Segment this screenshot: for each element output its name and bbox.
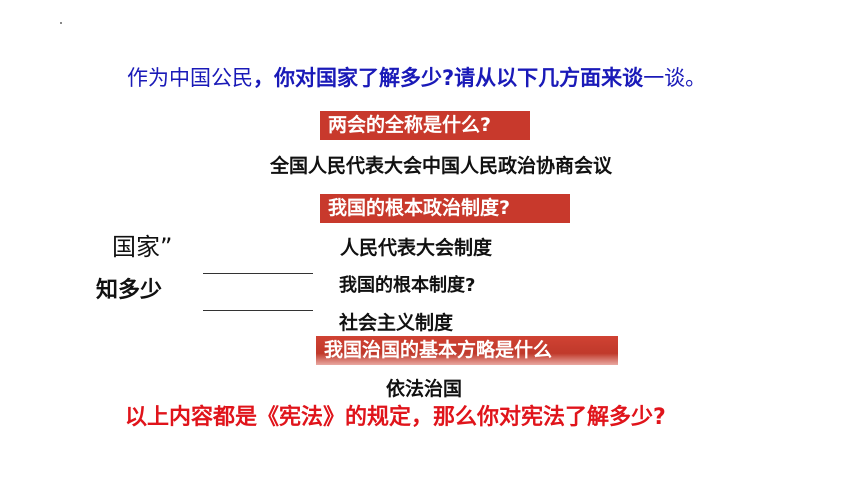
intro-suffix: 一谈。 [643,66,707,90]
connector-line-top [203,273,313,274]
closing-question: 以上内容都是《宪法》的规定，那么你对宪法了解多少? [125,405,666,430]
question-box-governance-strategy: 我国治国的基本方略是什么 [316,336,618,365]
decorative-dot [60,22,62,24]
side-title-how-much: 知多少 [96,278,163,303]
answer-political-system: 人民代表大会制度 [340,237,493,259]
intro-emphasis: ，你对国家了解多少?请从以下几方面来谈 [253,66,644,90]
connector-line-bottom [203,310,313,311]
intro-text: 作为中国公民，你对国家了解多少?请从以下几方面来谈一谈。 [127,62,706,92]
intro-prefix: 作为中国公民 [127,66,253,90]
answer-fundamental-system: 社会主义制度 [339,312,454,334]
question-box-two-sessions: 两会的全称是什么? [320,111,530,140]
answer-governance-strategy: 依法治国 [386,378,463,400]
question-fundamental-system: 我国的根本制度? [339,275,476,296]
answer-two-sessions: 全国人民代表大会中国人民政治协商会议 [270,155,613,177]
side-title-country: 国家” [112,233,173,261]
question-box-political-system: 我国的根本政治制度? [320,194,570,223]
